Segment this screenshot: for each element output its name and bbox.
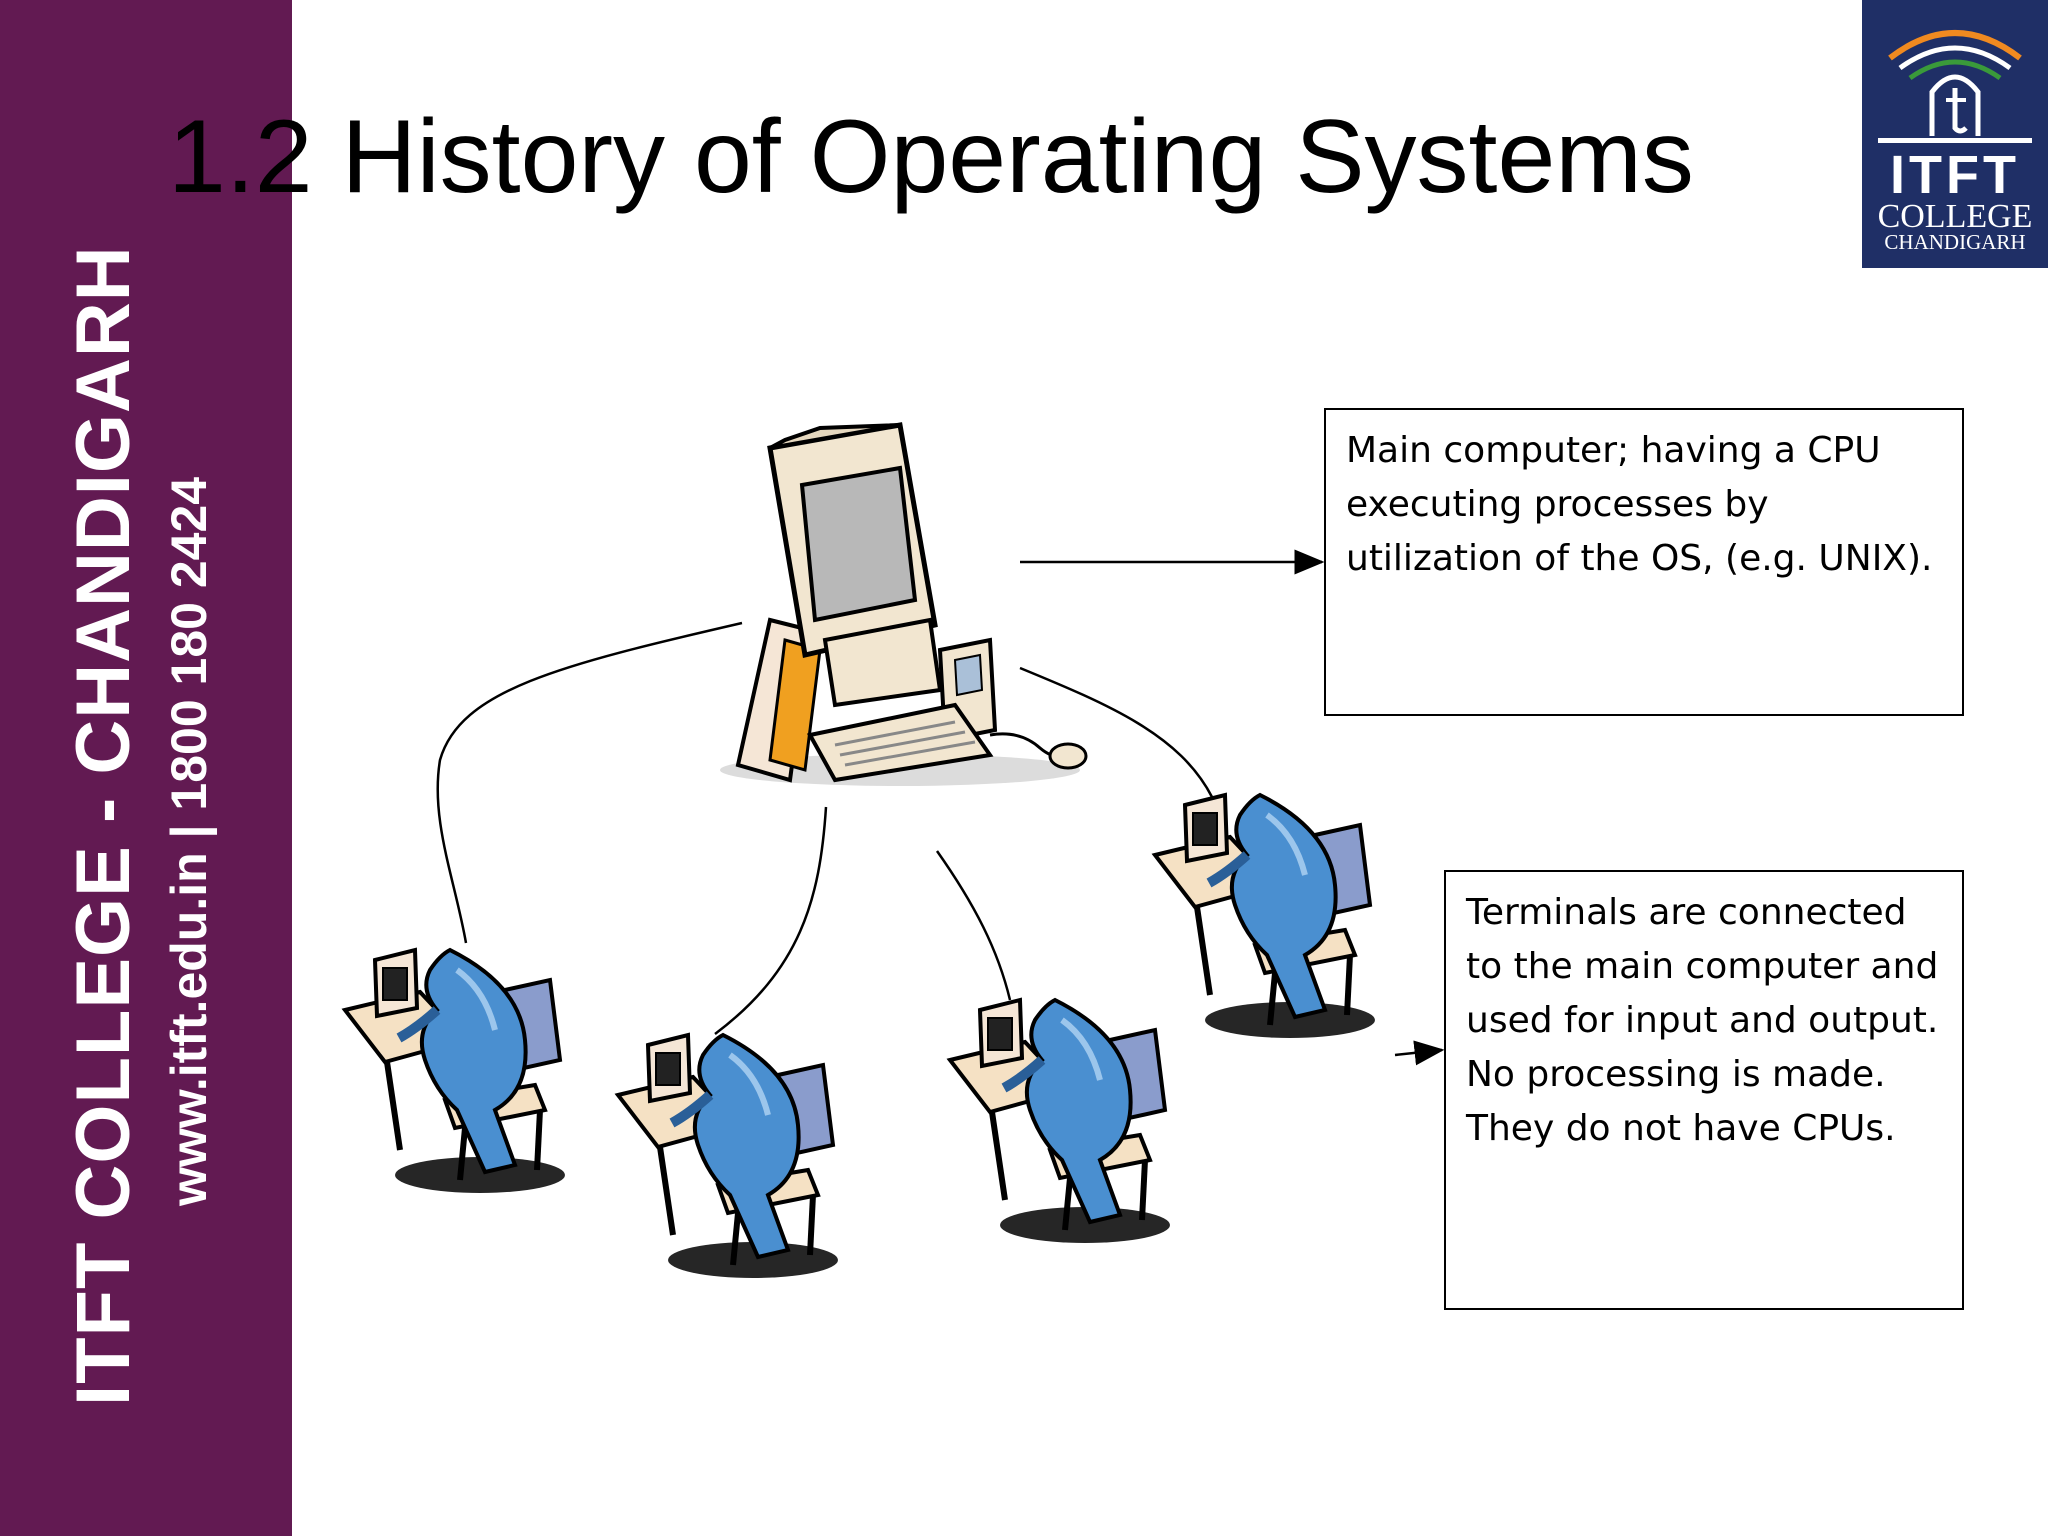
logo-college: COLLEGE: [1877, 198, 2033, 235]
logo-name: ITFT: [1890, 145, 2020, 205]
terminal-user-icon: [618, 1035, 838, 1278]
terminal-user-icon: [1155, 795, 1375, 1038]
arrow-to-terminal-label: [1394, 1040, 1445, 1066]
link-line: [1019, 666, 1214, 798]
terminal-user-icon: [345, 950, 565, 1193]
logo-emblem-icon: [1878, 30, 2032, 143]
sidebar-band: ITFT COLLEGE - CHANDIGARH www.itft.edu.i…: [0, 0, 292, 1536]
link-line: [714, 806, 828, 1035]
terminal-user-icon: [950, 1000, 1170, 1243]
college-logo: ITFT COLLEGE CHANDIGARH: [1862, 0, 2048, 268]
main-computer-icon: [720, 422, 1088, 786]
terminals-label: Terminals are connected to the main comp…: [1444, 870, 1964, 1310]
link-line: [436, 621, 743, 944]
slide-title: 1.2 History of Operating Systems: [168, 99, 1694, 215]
logo-city: CHANDIGARH: [1884, 230, 2026, 254]
link-line: [935, 850, 1012, 1001]
main-computer-label: Main computer; having a CPU executing pr…: [1324, 408, 1964, 716]
